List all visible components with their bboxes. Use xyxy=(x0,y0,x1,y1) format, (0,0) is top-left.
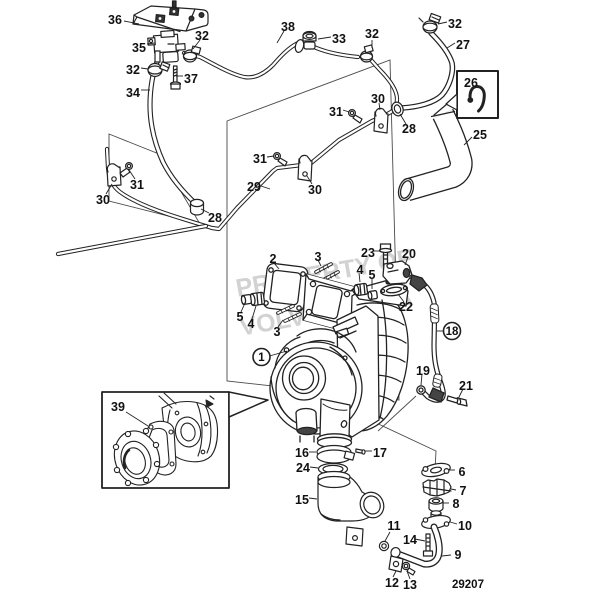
svg-text:18: 18 xyxy=(446,326,459,338)
svg-text:10: 10 xyxy=(458,519,472,533)
svg-text:38: 38 xyxy=(281,20,295,34)
svg-text:16: 16 xyxy=(295,446,309,460)
svg-text:9: 9 xyxy=(455,548,462,562)
svg-text:27: 27 xyxy=(456,38,470,52)
svg-text:32: 32 xyxy=(126,63,140,77)
svg-text:20: 20 xyxy=(402,247,416,261)
svg-text:35: 35 xyxy=(132,41,146,55)
svg-text:29207: 29207 xyxy=(452,579,484,591)
svg-text:30: 30 xyxy=(371,92,385,106)
svg-text:36: 36 xyxy=(108,13,122,27)
svg-text:28: 28 xyxy=(208,211,222,225)
svg-text:30: 30 xyxy=(308,183,322,197)
svg-text:17: 17 xyxy=(373,446,387,460)
svg-text:21: 21 xyxy=(459,379,473,393)
svg-text:5: 5 xyxy=(237,310,244,324)
svg-text:31: 31 xyxy=(130,178,144,192)
svg-text:29: 29 xyxy=(247,180,261,194)
svg-text:8: 8 xyxy=(453,497,460,511)
svg-text:15: 15 xyxy=(295,493,309,507)
svg-text:28: 28 xyxy=(402,122,416,136)
svg-text:32: 32 xyxy=(195,29,209,43)
svg-text:14: 14 xyxy=(403,533,417,547)
svg-text:34: 34 xyxy=(126,86,140,100)
svg-text:11: 11 xyxy=(387,519,400,533)
svg-text:3: 3 xyxy=(274,325,281,339)
svg-text:30: 30 xyxy=(96,193,110,207)
svg-text:26: 26 xyxy=(464,76,478,90)
svg-text:3: 3 xyxy=(315,250,322,264)
svg-text:1: 1 xyxy=(258,352,265,364)
svg-text:13: 13 xyxy=(403,578,417,592)
svg-text:5: 5 xyxy=(369,268,376,282)
svg-text:2: 2 xyxy=(270,252,277,266)
svg-text:24: 24 xyxy=(296,461,310,475)
svg-text:32: 32 xyxy=(448,17,462,31)
svg-text:4: 4 xyxy=(248,317,255,331)
svg-text:19: 19 xyxy=(416,364,430,378)
svg-text:22: 22 xyxy=(399,300,413,314)
svg-text:25: 25 xyxy=(473,128,487,142)
svg-text:7: 7 xyxy=(460,484,467,498)
svg-text:32: 32 xyxy=(365,27,379,41)
svg-text:23: 23 xyxy=(361,246,375,260)
svg-text:33: 33 xyxy=(332,32,346,46)
svg-text:12: 12 xyxy=(385,576,399,590)
svg-text:39: 39 xyxy=(111,400,125,414)
svg-text:37: 37 xyxy=(184,72,198,86)
svg-text:31: 31 xyxy=(329,105,343,119)
svg-text:6: 6 xyxy=(459,465,466,479)
svg-text:31: 31 xyxy=(253,152,267,166)
svg-text:4: 4 xyxy=(357,263,364,277)
